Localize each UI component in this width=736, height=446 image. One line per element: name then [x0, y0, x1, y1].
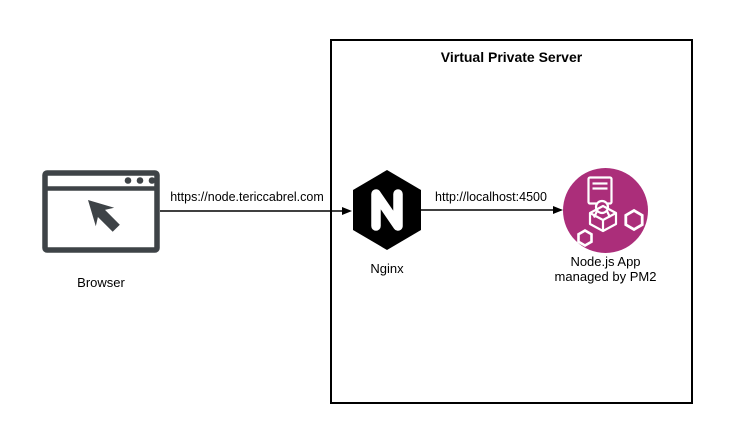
pm2-icon[interactable]: [563, 168, 648, 253]
edge-label-browser-to-nginx: https://node.tericcabrel.com: [170, 190, 324, 204]
pm2-label-line1: Node.js App: [570, 254, 641, 269]
browser-label: Browser: [77, 275, 125, 290]
arrowhead-icon: [553, 206, 563, 214]
edge-arrow-nginx-to-pm2[interactable]: [419, 202, 565, 218]
cursor-arrow-icon: [88, 200, 120, 232]
nginx-label: Nginx: [370, 261, 404, 276]
hexagon-icon: [577, 228, 593, 248]
nginx-letter-n: [371, 189, 403, 231]
edge-label-nginx-to-pm2: http://localhost:4500: [435, 190, 547, 204]
cube-icon: [588, 204, 618, 233]
pm2-label-line2: managed by PM2: [554, 269, 657, 284]
arrowhead-icon: [342, 207, 352, 215]
vps-container-box[interactable]: Virtual Private Server: [330, 39, 693, 404]
vps-title: Virtual Private Server: [440, 49, 583, 65]
pm2-label: Node.js App managed by PM2: [540, 254, 671, 284]
browser-icon[interactable]: [42, 170, 160, 253]
nginx-icon[interactable]: [353, 170, 421, 250]
hexagon-icon: [624, 208, 644, 232]
edge-arrow-browser-to-nginx[interactable]: [158, 203, 354, 219]
